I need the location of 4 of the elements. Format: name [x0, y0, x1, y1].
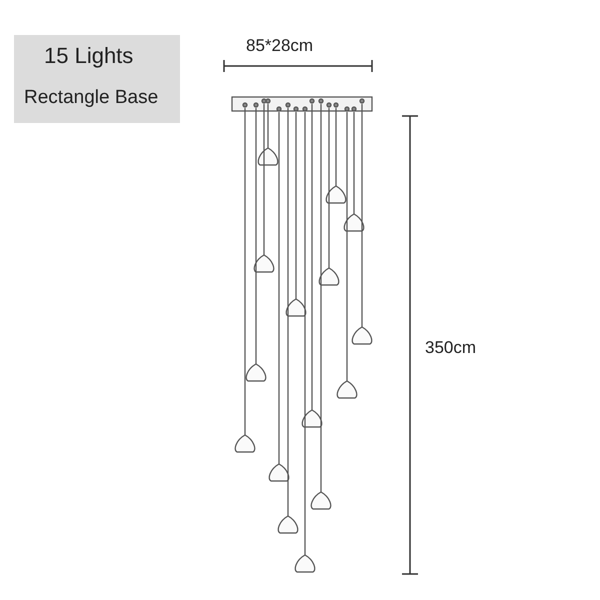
dimension-label: 350cm	[425, 338, 476, 358]
fixture-count-label: 15 Lights	[44, 43, 134, 69]
dimension-label: 85*28cm	[246, 36, 314, 56]
base-type-label: Rectangle Base	[24, 87, 158, 109]
